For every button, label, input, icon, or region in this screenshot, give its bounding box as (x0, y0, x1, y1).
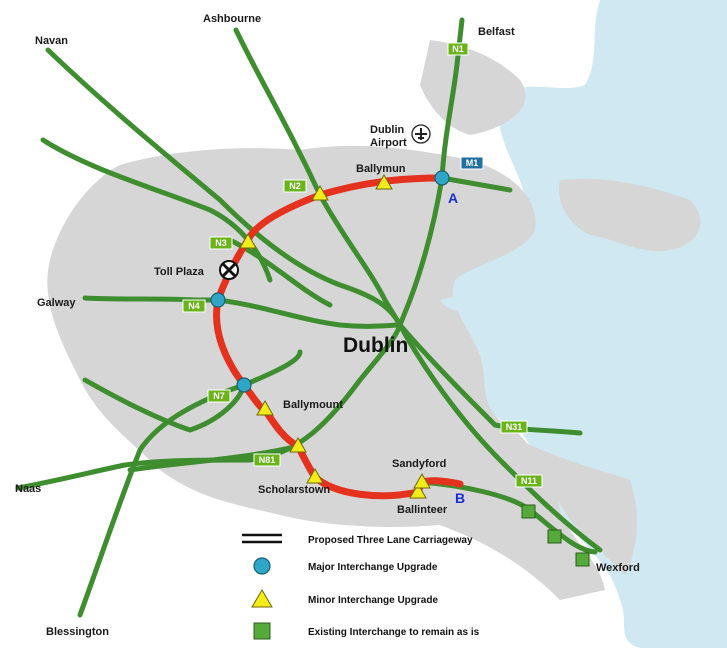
badge-n31: N31 (500, 420, 528, 434)
airplane-icon (411, 124, 431, 144)
svg-text:Minor Interchange Upgrade: Minor Interchange Upgrade (308, 595, 438, 606)
badge-n1: N1 (447, 42, 469, 56)
svg-text:N81: N81 (259, 455, 276, 465)
svg-text:Proposed Three Lane Carriagewa: Proposed Three Lane Carriageway (308, 535, 473, 546)
label-ballinteer: Ballinteer (397, 504, 448, 516)
label-airport-line2: Airport (370, 137, 407, 149)
label-ashbourne: Ashbourne (203, 13, 261, 25)
minor-interchanges (239, 173, 431, 499)
svg-text:M1: M1 (466, 158, 479, 168)
road-naas (15, 322, 403, 491)
minor-interchange-n2 (311, 184, 329, 201)
existing-interchange-2 (547, 529, 562, 544)
road-badges: N1 M1 N2 N3 N4 N7 N81 N31 N11 (182, 42, 543, 488)
minor-interchange-sandyford (413, 472, 431, 489)
minor-interchange-ballymount (256, 399, 274, 416)
svg-text:N31: N31 (506, 422, 523, 432)
badge-m1: M1 (460, 156, 484, 170)
label-point-b: B (455, 490, 465, 506)
label-toll-plaza: Toll Plaza (154, 266, 205, 278)
legend-item-major: Major Interchange Upgrade (253, 557, 438, 575)
road-n3 (40, 137, 273, 283)
major-interchange-n7 (236, 377, 252, 393)
badge-n2: N2 (283, 179, 307, 193)
minor-interchange-n3 (239, 232, 257, 249)
coast-south (520, 440, 637, 575)
svg-text:Major Interchange Upgrade: Major Interchange Upgrade (308, 562, 438, 573)
road-n81 (127, 443, 301, 473)
place-labels: Belfast Ashbourne Navan Dublin Airport B… (15, 13, 640, 638)
dublin-port-water (440, 295, 540, 320)
label-blessington: Blessington (46, 626, 109, 638)
road-m1 (439, 175, 513, 193)
svg-text:N2: N2 (289, 181, 301, 191)
minor-interchange-ballinteer (409, 482, 427, 499)
svg-text:N4: N4 (188, 301, 200, 311)
legend-item-existing: Existing Interchange to remain as is (253, 622, 480, 640)
major-interchange-n4 (210, 292, 226, 308)
toll-plaza-marker (219, 260, 239, 280)
legend-item-three-lane: Proposed Three Lane Carriageway (242, 533, 473, 546)
badge-n3: N3 (209, 236, 233, 250)
badge-n7: N7 (207, 389, 231, 403)
road-n7 (82, 349, 303, 433)
svg-text:Existing Interchange to remain: Existing Interchange to remain as is (308, 627, 480, 638)
major-interchanges (210, 170, 450, 393)
label-wexford: Wexford (596, 562, 640, 574)
major-interchange-a (434, 170, 450, 186)
road-blessington (77, 382, 247, 618)
minor-interchange-scholarstown (306, 467, 324, 484)
existing-interchange-1 (521, 504, 536, 519)
label-dublin: Dublin (343, 334, 408, 357)
legend-item-minor: Minor Interchange Upgrade (251, 589, 438, 608)
road-navan (45, 47, 403, 328)
label-airport-line1: Dublin (370, 124, 404, 136)
svg-text:N7: N7 (213, 391, 225, 401)
label-sandyford: Sandyford (392, 458, 446, 470)
howth-peninsula (559, 178, 701, 252)
label-navan: Navan (35, 35, 68, 47)
badge-n11: N11 (515, 474, 543, 488)
minor-interchange-ballymun (375, 173, 393, 190)
badge-n4: N4 (182, 299, 206, 313)
existing-interchanges (521, 504, 590, 567)
svg-text:N1: N1 (452, 44, 464, 54)
minor-interchange-n81 (289, 436, 307, 453)
northern-land (420, 40, 526, 135)
label-galway: Galway (37, 297, 76, 309)
road-n4 (82, 295, 403, 329)
label-ballymount: Ballymount (283, 399, 343, 411)
svg-text:N11: N11 (521, 476, 537, 486)
label-ballymun: Ballymun (356, 163, 406, 175)
label-scholarstown: Scholarstown (258, 484, 330, 496)
road-n31 (397, 322, 583, 436)
existing-interchange-3 (575, 552, 590, 567)
legend: Proposed Three Lane Carriageway Major In… (242, 533, 480, 640)
road-n11 (397, 322, 603, 553)
svg-text:N3: N3 (215, 238, 227, 248)
label-belfast: Belfast (478, 26, 515, 38)
label-point-a: A (448, 190, 458, 206)
label-naas: Naas (15, 483, 41, 495)
badge-n81: N81 (253, 453, 281, 467)
m50-ring-road (213, 174, 464, 500)
